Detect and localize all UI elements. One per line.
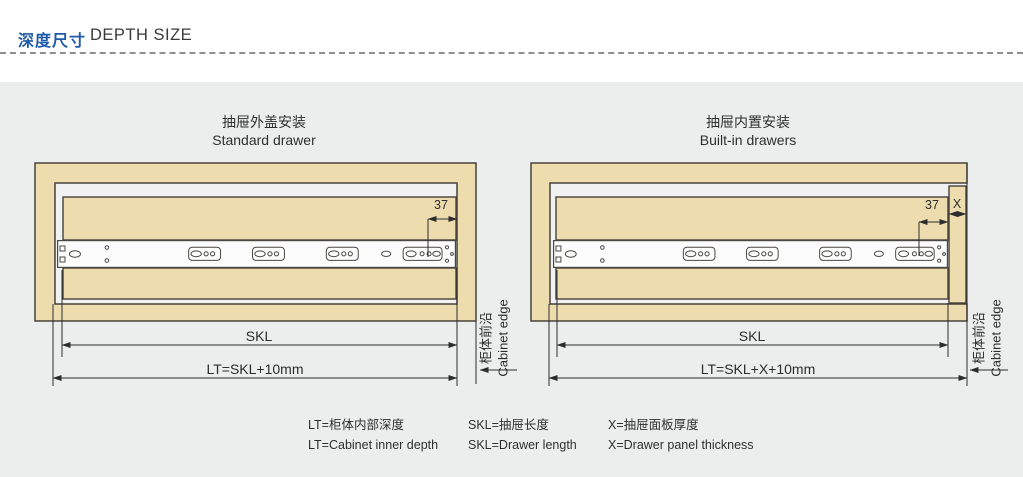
- diagram-title-standard: 抽屉外盖安装 Standard drawer: [212, 114, 316, 149]
- dim-label-skl: SKL: [738, 328, 766, 344]
- diagram-title-zh: 抽屉外盖安装: [221, 114, 306, 130]
- legend-item-x: X=抽屉面板厚度 X=Drawer panel thickness: [608, 414, 754, 452]
- standard-drawer-diagram: [34, 162, 517, 386]
- cabinet-edge-label-zh: 柜体前沿: [478, 312, 494, 365]
- legend-x-zh: X=抽屉面板厚度: [608, 418, 699, 432]
- diagram-title-zh: 抽屉内置安装: [705, 114, 790, 130]
- legend-skl-zh: SKL=抽屉长度: [468, 418, 549, 432]
- drawer-lower-panel: [62, 267, 457, 300]
- cabinet-edge-label: 柜体前沿 Cabinet edge: [479, 263, 512, 413]
- cabinet-edge-label-en: Cabinet edge: [495, 299, 510, 377]
- dim-label-lt: LT=SKL+10mm: [206, 361, 304, 377]
- diagram-title-en: Standard drawer: [212, 131, 316, 148]
- legend-skl-en: SKL=Drawer length: [468, 438, 577, 452]
- cabinet-edge-label-en: Cabinet edge: [988, 299, 1003, 377]
- drawer-lower-panel: [555, 267, 949, 300]
- dim-label-x: X: [952, 197, 962, 211]
- dim-label-37: 37: [434, 198, 448, 212]
- cabinet-edge-label-zh: 柜体前沿: [971, 312, 987, 365]
- dimension-lines: [548, 163, 1008, 386]
- legend-item-skl: SKL=抽屉长度 SKL=Drawer length: [468, 414, 577, 452]
- diagram-title-builtin: 抽屉内置安装 Built-in drawers: [700, 114, 796, 149]
- cabinet-edge-label: 柜体前沿 Cabinet edge: [972, 263, 1005, 413]
- legend-lt-en: LT=Cabinet inner depth: [308, 438, 439, 452]
- dim-label-37: 37: [925, 198, 939, 212]
- page-title-en: DEPTH SIZE: [90, 26, 193, 44]
- legend-lt-zh: LT=柜体内部深度: [308, 418, 404, 432]
- drawer-upper-panel: [555, 196, 949, 241]
- dimension-lines: [52, 216, 517, 386]
- header-divider-dashed: [0, 52, 1023, 54]
- diagram-title-en: Built-in drawers: [699, 131, 797, 148]
- legend-item-lt: LT=柜体内部深度 LT=Cabinet inner depth: [308, 414, 438, 452]
- drawer-slide: [552, 240, 949, 268]
- page-title-zh: 深度尺寸: [18, 33, 87, 50]
- dim-label-lt: LT=SKL+X+10mm: [700, 361, 816, 377]
- drawer-slide: [56, 240, 457, 268]
- dim-label-skl: SKL: [245, 328, 273, 344]
- builtin-drawer-diagram: [530, 162, 1008, 386]
- drawer-upper-panel: [62, 196, 457, 241]
- legend-x-en: X=Drawer panel thickness: [608, 438, 754, 452]
